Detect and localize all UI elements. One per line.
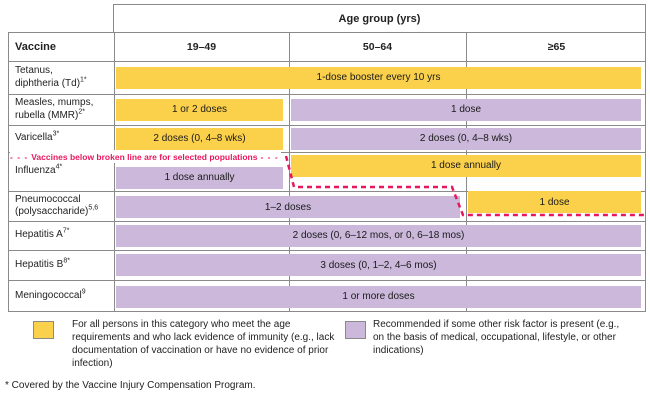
table-row: Hepatitis A7* 2 doses (0, 6–12 mos, or 0,… — [9, 221, 645, 250]
table-row: Hepatitis B8* 3 doses (0, 1–2, 4–6 mos) — [9, 250, 645, 280]
table-row: Pneumococcal(polysaccharide)5,6 1–2 doses… — [9, 191, 645, 221]
table-row: Measles, mumps,rubella (MMR)2* 1 or 2 dos… — [9, 94, 645, 125]
row-gridline — [9, 125, 645, 126]
legend-purple-swatch — [345, 321, 366, 339]
row-gridline — [9, 152, 645, 153]
column-gridline — [114, 33, 115, 311]
dose-bar-purple: 3 doses (0, 1–2, 4–6 mos) — [116, 254, 641, 276]
broken-line-note: - - - Vaccines below broken line are for… — [10, 150, 281, 163]
age-group-header: Age group (yrs) — [113, 4, 646, 33]
broken-line-dashes-left: - - - — [10, 151, 29, 162]
dose-bar-yellow: 1 dose — [468, 191, 641, 213]
vaccine-label: Measles, mumps,rubella (MMR)2* — [15, 97, 94, 121]
dose-bar-purple: 1 or more doses — [116, 285, 641, 308]
age-column-19-49: 19–49 — [186, 41, 217, 53]
vaccine-label: Varicella3* — [15, 130, 60, 144]
broken-line-dashes-right: - - - — [260, 151, 279, 162]
row-gridline — [9, 280, 645, 281]
table-body: Vaccine 19–49 50–64 ≥65 Tetanus,diphther… — [8, 32, 646, 312]
legend-yellow-text: For all persons in this category who mee… — [72, 319, 335, 369]
dose-bar-yellow: 1 or 2 doses — [116, 98, 283, 121]
dose-bar-purple: 1–2 doses — [116, 196, 460, 218]
dose-bar-yellow: 1-dose booster every 10 yrs — [116, 66, 641, 89]
broken-line-note-text: Vaccines below broken line are for selec… — [31, 151, 258, 162]
dose-bar-purple: 1 dose annually — [116, 166, 283, 189]
vaccine-label: Influenza4* — [15, 163, 63, 177]
table-row: Meningococcal9 1 or more doses — [9, 280, 645, 313]
dose-bar-yellow: 2 doses (0, 4–8 wks) — [116, 127, 283, 150]
row-gridline — [9, 221, 645, 222]
vaccine-label: Meningococcal9 — [15, 288, 86, 302]
vaccine-label: Pneumococcal(polysaccharide)5,6 — [15, 193, 99, 218]
dose-bar-purple: 2 doses (0, 6–12 mos, or 0, 6–18 mos) — [116, 224, 641, 247]
legend-yellow-swatch — [33, 321, 54, 339]
vaccine-label: Hepatitis B8* — [15, 257, 70, 270]
row-gridline — [9, 61, 645, 62]
footnote: * Covered by the Vaccine Injury Compensa… — [5, 380, 256, 391]
table-row: Varicella3* 2 doses (0, 4–8 wks) 2 doses (… — [9, 125, 645, 152]
legend-purple-text: Recommended if some other risk factor is… — [373, 319, 620, 356]
dose-bar-purple: 2 doses (0, 4–8 wks) — [291, 127, 641, 150]
row-gridline — [9, 94, 645, 95]
vaccine-label: Hepatitis A7* — [15, 227, 70, 241]
vaccine-column-header: Vaccine — [15, 41, 56, 53]
row-gridline — [9, 250, 645, 251]
dose-bar-purple: 1 dose — [291, 98, 641, 121]
vaccine-label: Tetanus,diphtheria (Td)1* — [15, 65, 87, 89]
dose-bar-yellow: 1 dose annually — [291, 154, 641, 177]
table-row: Tetanus,diphtheria (Td)1* 1-dose booster … — [9, 61, 645, 94]
age-column-50-64: 50–64 — [362, 41, 393, 53]
age-column-65plus: ≥65 — [547, 41, 566, 53]
